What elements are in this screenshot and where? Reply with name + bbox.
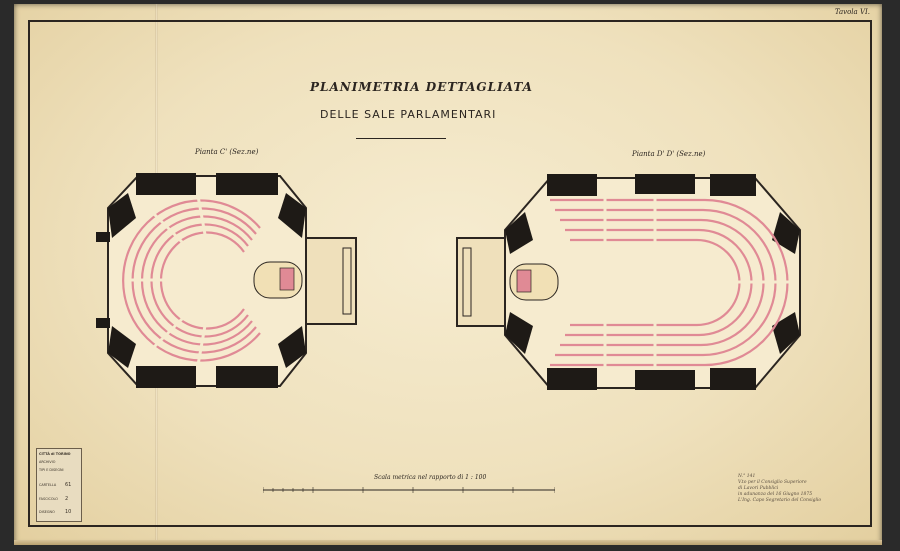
stamp-archive: ARCHIVIO — [39, 460, 56, 464]
stamp-city: CITTÀ di TORINO — [39, 452, 71, 456]
title-line-1: PLANIMETRIA DETTAGLIATA — [310, 80, 533, 94]
stamp-fascicolo-label: FASCICOLO — [39, 497, 58, 501]
scale-bar — [263, 487, 555, 493]
plan-c-drawing — [96, 173, 357, 388]
scale-label: Scala metrica nel rapporto di 1 : 100 — [374, 474, 487, 481]
title-rule — [356, 138, 446, 139]
signature-line-5: L'Ing. Capo Segretario del Consiglio — [738, 498, 822, 503]
archive-stamp: CITTÀ di TORINO ARCHIVIO TIPI E DISEGNI … — [36, 448, 82, 522]
sheet-number: Tavola VI. — [834, 8, 870, 16]
approval-signature: N.° 141 V.to per il Consiglio Superiore … — [738, 474, 838, 504]
signature-line-3: di Lavori Pubblici — [738, 486, 779, 491]
stamp-fascicolo-value: 2 — [65, 496, 69, 502]
border-frame — [28, 20, 872, 527]
stamp-cartella-label: CARTELLA — [39, 483, 57, 487]
title-line-2: DELLE SALE PARLAMENTARI — [320, 108, 497, 121]
signature-line-1: N.° 141 — [738, 474, 756, 479]
stamp-type: TIPI E DISEGNI — [39, 468, 64, 472]
plan-d-drawing — [456, 174, 801, 390]
stamp-disegno-label: DISEGNO — [39, 510, 55, 514]
signature-line-4: in adunanza del 16 Giugno 1875 — [738, 492, 813, 497]
stamp-cartella-value: 61 — [65, 482, 72, 488]
signature-line-2: V.to per il Consiglio Superiore — [738, 480, 807, 485]
paper-edge — [14, 540, 882, 545]
plan-c-label: Pianta C' (Sez.ne) — [195, 148, 259, 156]
stamp-disegno-value: 10 — [65, 509, 72, 515]
plan-d-label: Pianta D' D' (Sez.ne) — [632, 150, 706, 158]
